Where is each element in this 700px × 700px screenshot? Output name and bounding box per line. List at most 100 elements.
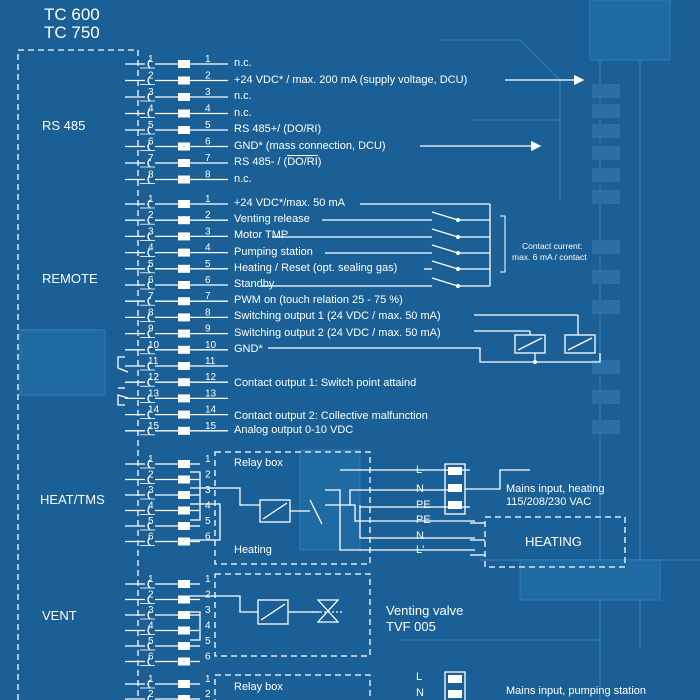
rs485-label-5-text: RS 485+/ (DO/RI)	[234, 123, 322, 135]
bottom-connector: 1 1 2 2	[125, 674, 211, 700]
heat-pin-5-number-right: 5	[205, 516, 211, 527]
rs485-pin-3-number-right: 3	[205, 87, 211, 98]
remote-label-10: GND*	[234, 342, 263, 355]
controller-boundary	[17, 49, 139, 700]
remote-label-12: Contact output 1: Switch point attaind	[234, 377, 417, 390]
remote-pin-9-number: 9	[148, 324, 154, 335]
rs485-label-8: n.c.	[234, 173, 252, 185]
rs485-pin-1-number-right: 1	[205, 54, 211, 65]
rs485-pin-6-number: 6	[148, 137, 154, 148]
vent-pin-4-number-right: 4	[205, 621, 211, 632]
remote-label-6: Standby	[234, 278, 275, 290]
remote-pin-12-number: 12	[148, 372, 160, 383]
remote-label-9: Switching output 2 (24 VDC / max. 50 mA)	[234, 326, 441, 339]
contact-current-note-1: Contact current:	[522, 241, 583, 251]
remote-pin-2-number: 2	[148, 210, 154, 221]
bottom-pin-2-number-right: 2	[205, 689, 211, 700]
bottom-pin-1-number: 1	[148, 674, 154, 685]
contact-current-note-2: max. 6 mA / contact	[512, 252, 587, 262]
remote-pin-9-number-right: 9	[205, 324, 211, 335]
remote-pin-13-number: 13	[148, 388, 160, 399]
rs485-pin-4-number-right: 4	[205, 104, 211, 115]
rs485-pin-2-number-right: 2	[205, 71, 211, 82]
vent-pin-1-number: 1	[148, 574, 154, 585]
rs485-label-4: n.c.	[234, 106, 252, 119]
venting-valve-line2: TVF 005	[386, 619, 436, 634]
rs485-pin-2-number: 2	[148, 71, 154, 82]
vent-pin-6-number: 6	[148, 652, 154, 663]
remote-pin-11-number: 11	[148, 356, 159, 367]
rs485-pin-3-number: 3	[148, 87, 154, 98]
relay-box-bottom-label: Relay box	[234, 681, 283, 693]
remote-pin-11-number-right: 11	[205, 356, 216, 367]
heat-pin-4-number: 4	[148, 501, 154, 512]
bottom-terminal-n: N	[416, 687, 424, 699]
remote-pin-1-number: 1	[148, 194, 154, 205]
mains-heating-line2: 115/208/230 VAC	[506, 496, 592, 508]
remote-pin-15-number: 15	[148, 421, 160, 432]
heat-pin-1-number-right: 1	[205, 454, 211, 465]
venting-valve-line1: Venting valve	[386, 603, 464, 618]
rs485-label-1-text: n.c.	[234, 57, 252, 69]
mains-terminal-l: L	[416, 464, 423, 476]
rs485-label-7: RS 485- / (DO/RI)	[234, 157, 321, 168]
bottom-terminal-l: L	[416, 671, 423, 683]
remote-label-15: Analog output 0-10 VDC	[234, 423, 354, 436]
heating-terminal-n: N	[416, 530, 424, 542]
group-rs485: RS 485	[42, 118, 86, 133]
rs485-label-3-text: n.c.	[234, 90, 252, 102]
remote-label-3: Motor TMP	[234, 229, 289, 242]
remote-pin-10-number: 10	[148, 340, 160, 351]
rs485-label-1: n.c.	[234, 58, 252, 69]
rs485-pin-6-number-right: 6	[205, 137, 211, 148]
heat-pin-5-number: 5	[148, 516, 154, 527]
remote-label-7: PWM on (touch relation 25 - 75 %)	[234, 294, 403, 307]
rs485-label-4-text: n.c.	[234, 106, 252, 119]
remote-pin-7-number: 7	[148, 291, 154, 302]
heat-pin-4-number-right: 4	[205, 501, 211, 512]
rs485-pin-1-number: 1	[148, 54, 154, 65]
remote-label-14: Contact output 2: Collective malfunction	[234, 409, 428, 422]
rs485-label-2: +24 VDC* / max. 200 mA (supply voltage, …	[234, 74, 467, 86]
heat-pin-3-number: 3	[148, 485, 154, 496]
heat-pin-6-number: 6	[148, 532, 154, 543]
bottom-pin-2-number: 2	[148, 689, 154, 700]
remote-pin-7-number-right: 7	[205, 291, 211, 302]
heating-box-label: HEATING	[525, 534, 582, 549]
rs485-pin-5-number: 5	[148, 120, 154, 131]
remote-pin-13-number-right: 13	[205, 388, 217, 399]
remote-pin-12-number-right: 12	[205, 372, 217, 383]
remote-pin-8-number: 8	[148, 307, 154, 318]
remote-pin-5-number: 5	[148, 259, 154, 270]
heating-terminal-l: L'	[416, 544, 425, 556]
heating-box	[484, 516, 626, 568]
vent-pin-5-number: 5	[148, 636, 154, 647]
remote-pin-15-number-right: 15	[205, 421, 217, 432]
heat-pin-6-number-right: 6	[205, 532, 211, 543]
vent-pin-5-number-right: 5	[205, 636, 211, 647]
bottom-pin-1-number-right: 1	[205, 674, 211, 685]
rs485-pin-8-number-right: 8	[205, 170, 211, 181]
rs485-pin-7-number: 7	[148, 153, 154, 164]
